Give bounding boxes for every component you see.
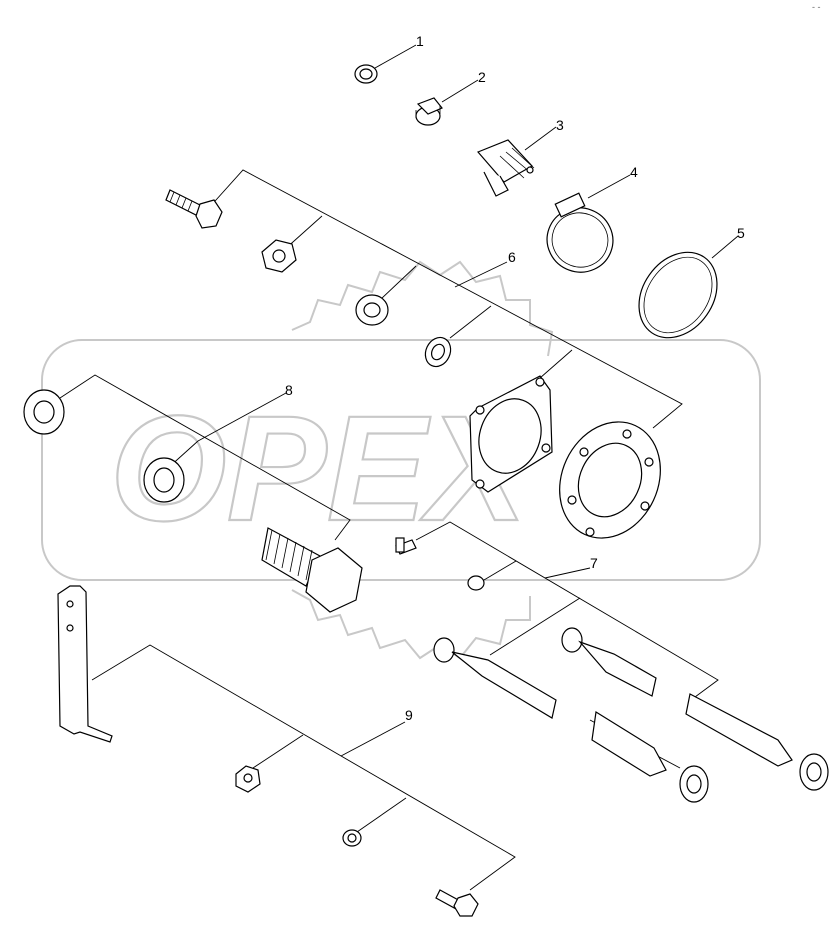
part-9-washer (342, 829, 362, 847)
part-8-large-bolt (261, 527, 363, 613)
part-9-bolt (435, 889, 479, 917)
part-6-flat-washer (424, 336, 452, 368)
callout-8: 8 (285, 382, 293, 398)
part-8-lock-washer (23, 389, 65, 435)
part-7-hose-a (433, 637, 709, 803)
part-6-lock-washer (355, 294, 389, 326)
callout-labels: 1 2 3 4 5 6 7 8 9 (285, 33, 745, 723)
part-6-nut (261, 239, 297, 273)
watermark-badge (41, 339, 761, 581)
part-3-connector (476, 139, 535, 197)
corner-mark: - - (812, 2, 821, 12)
single-leaders (374, 44, 739, 259)
part-4-hose-clamp (546, 192, 614, 273)
part-6-round-gasket (559, 421, 661, 539)
part-7-washer (467, 575, 485, 591)
part-9-bracket (57, 585, 113, 743)
callout-4: 4 (630, 164, 638, 180)
part-8-flat-washer (143, 457, 185, 503)
callout-2: 2 (478, 69, 486, 85)
part-7-banjo-bolt (395, 537, 417, 555)
callout-5: 5 (737, 225, 745, 241)
callout-6: 6 (508, 249, 516, 265)
part-2-plug (415, 97, 443, 126)
group-9-leaders (91, 644, 516, 891)
part-1-washer (354, 64, 378, 84)
callout-9: 9 (405, 707, 413, 723)
part-6-square-gasket (469, 375, 553, 493)
part-5-band-clamp (638, 251, 718, 339)
part-9-nut (235, 765, 261, 793)
callout-1: 1 (416, 33, 424, 49)
callout-3: 3 (556, 117, 564, 133)
watermark-gear (291, 260, 554, 660)
group-6-leaders (206, 169, 683, 429)
part-6-bolt (165, 189, 223, 229)
callout-7: 7 (590, 555, 598, 571)
part-7-hose-b (561, 627, 829, 791)
